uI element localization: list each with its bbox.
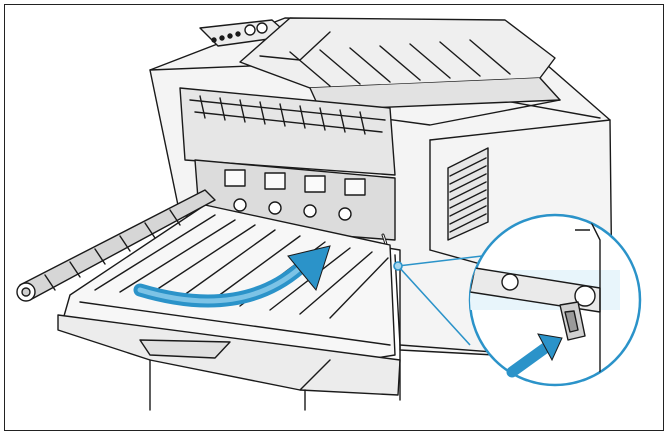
rear-output-cover (179, 87, 396, 176)
paper-path-arrow (133, 245, 331, 308)
roller-assembly (16, 189, 216, 302)
side-vent (447, 147, 489, 241)
push-lever-arrow (506, 333, 563, 378)
magnified-lever-detail (468, 213, 642, 387)
top-output-tray (239, 17, 561, 126)
callout-leader (393, 255, 483, 346)
